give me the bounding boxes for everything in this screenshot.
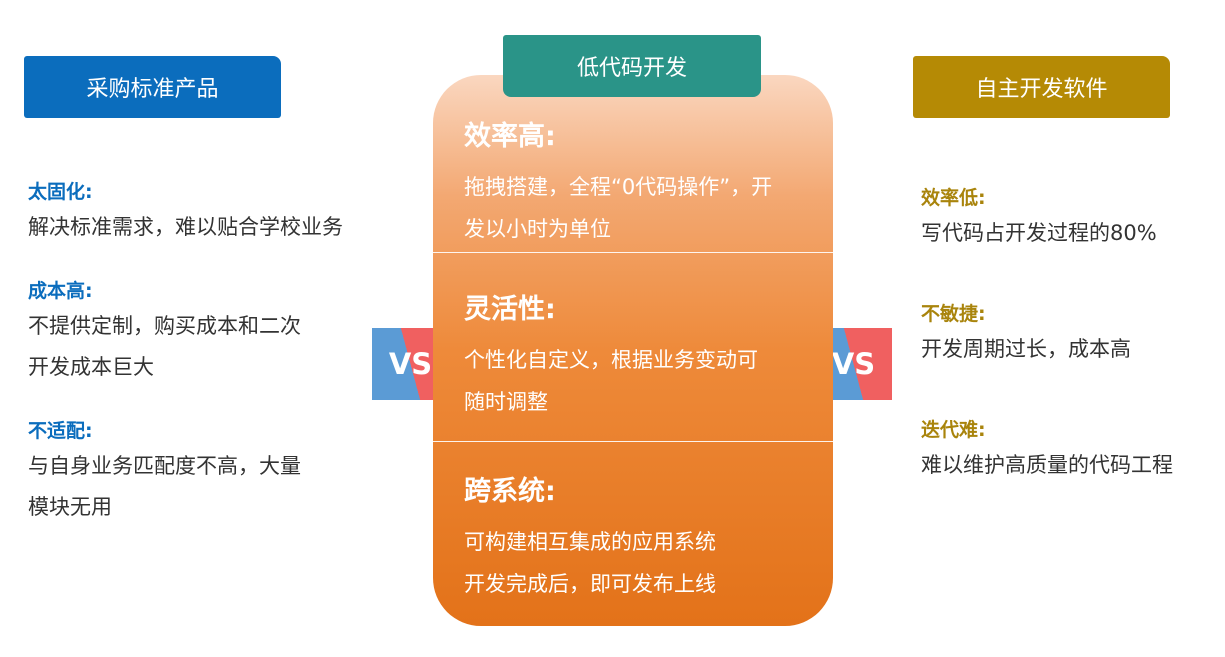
right-item-line: 写代码占开发过程的80%: [921, 221, 1157, 245]
center-section-title: 效率高:: [464, 121, 556, 152]
center-section-efficiency: 效率高: 拖拽搭建，全程“0代码操作”，开 发以小时为单位: [433, 120, 833, 250]
left-item-line: 与自身业务匹配度不高，大量: [28, 454, 301, 478]
right-item-line: 难以维护高质量的代码工程: [921, 453, 1173, 477]
center-section-flexibility: 灵活性: 个性化自定义，根据业务变动可 随时调整: [433, 293, 833, 423]
right-item-hard-iteration: 迭代难: 难以维护高质量的代码工程: [921, 415, 1221, 486]
center-section-line: 个性化自定义，根据业务变动可: [464, 348, 758, 372]
center-section-line: 拖拽搭建，全程“0代码操作”，开: [464, 175, 773, 199]
left-item-line: 模块无用: [28, 495, 112, 519]
center-section-title: 跨系统:: [464, 476, 556, 507]
center-section-line: 随时调整: [464, 390, 548, 414]
left-item-line: 不提供定制，购买成本和二次: [28, 314, 301, 338]
right-item-not-agile: 不敏捷: 开发周期过长，成本高: [921, 299, 1221, 370]
left-item-line: 开发成本巨大: [28, 355, 154, 379]
left-item-cost: 成本高: 不提供定制，购买成本和二次 开发成本巨大: [28, 276, 388, 388]
left-item-mismatch: 不适配: 与自身业务匹配度不高，大量 模块无用: [28, 416, 388, 528]
center-section-title: 灵活性:: [464, 294, 556, 325]
center-section-line: 开发完成后，即可发布上线: [464, 572, 716, 596]
center-section-line: 发以小时为单位: [464, 217, 611, 241]
header-low-code: 低代码开发: [503, 35, 761, 97]
right-item-line: 开发周期过长，成本高: [921, 337, 1131, 361]
section-divider: [433, 441, 833, 442]
header-self-developed: 自主开发软件: [913, 56, 1170, 118]
right-item-title: 不敏捷:: [921, 303, 986, 325]
right-item-low-efficiency: 效率低: 写代码占开发过程的80%: [921, 183, 1221, 254]
left-item-line: 解决标准需求，难以贴合学校业务: [28, 215, 343, 239]
low-code-panel: 效率高: 拖拽搭建，全程“0代码操作”，开 发以小时为单位 灵活性: 个性化自定…: [433, 75, 833, 626]
header-standard-product: 采购标准产品: [24, 56, 281, 118]
right-column: 效率低: 写代码占开发过程的80% 不敏捷: 开发周期过长，成本高 迭代难: 难…: [921, 183, 1221, 531]
left-item-title: 不适配:: [28, 420, 93, 442]
right-item-title: 效率低:: [921, 187, 986, 209]
left-item-rigid: 太固化: 解决标准需求，难以贴合学校业务: [28, 177, 388, 248]
section-divider: [433, 252, 833, 253]
center-section-cross-system: 跨系统: 可构建相互集成的应用系统 开发完成后，即可发布上线: [433, 475, 833, 605]
right-item-title: 迭代难:: [921, 419, 986, 441]
left-column: 太固化: 解决标准需求，难以贴合学校业务 成本高: 不提供定制，购买成本和二次 …: [28, 177, 388, 556]
left-item-title: 成本高:: [28, 280, 93, 302]
center-section-line: 可构建相互集成的应用系统: [464, 530, 716, 554]
left-item-title: 太固化:: [28, 181, 93, 203]
